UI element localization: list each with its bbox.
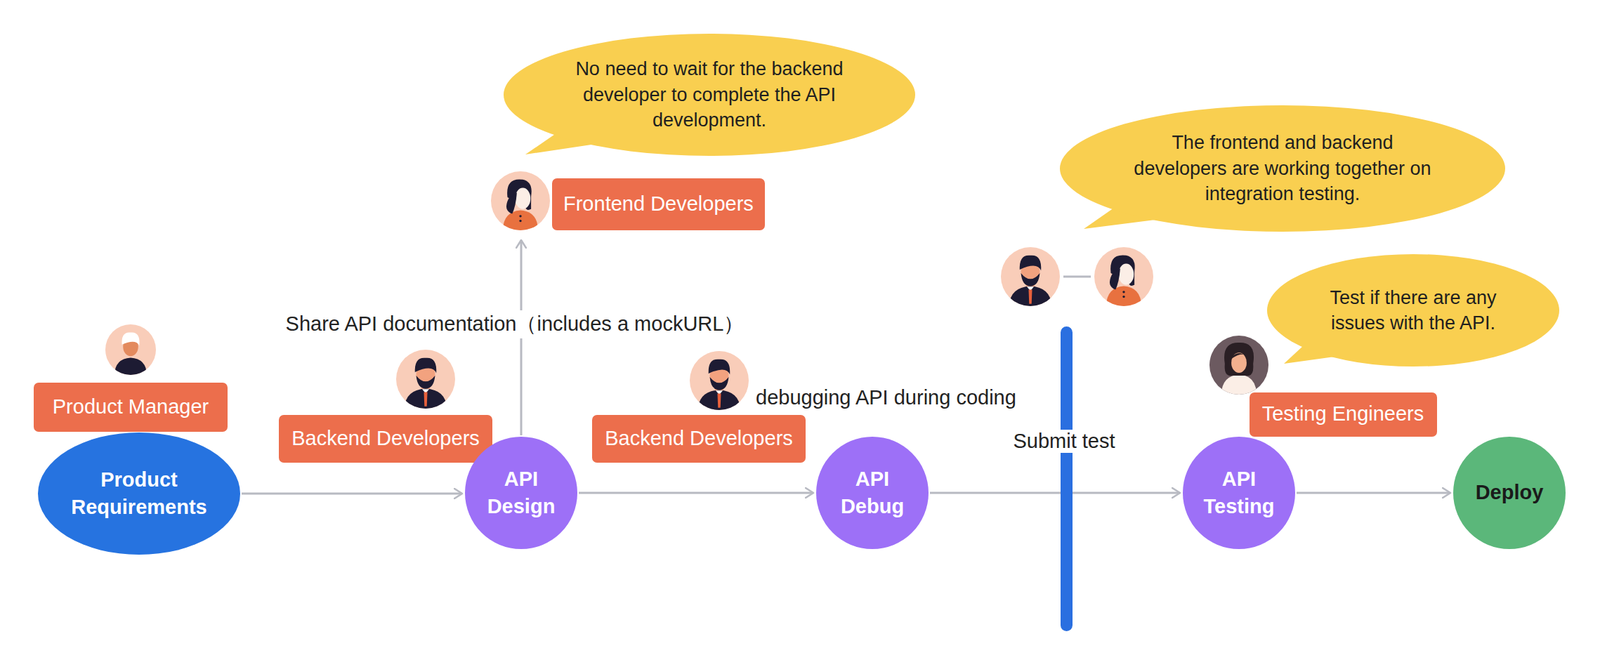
shape-fill <box>1059 105 1506 232</box>
testing-engineer-avatar <box>1209 335 1269 397</box>
node-text: Test if there are any issues with the AP… <box>1307 285 1519 337</box>
shape-fill <box>1182 436 1296 550</box>
role-tag: Product Manager <box>33 382 228 432</box>
node-text: API Testing <box>1196 465 1282 521</box>
pairing-line <box>1063 276 1091 279</box>
frontend-developer-avatar <box>490 171 550 232</box>
edge-label: Submit test <box>1010 429 1118 454</box>
node-text: Testing Engineers <box>1262 400 1425 428</box>
circle-outline <box>464 436 578 550</box>
shape-fill <box>1267 254 1560 367</box>
node-text: API Design <box>482 465 560 521</box>
node-text: Product Requirements <box>58 466 220 522</box>
backend-developer-avatar <box>396 349 456 411</box>
submit-test-bar <box>1060 326 1073 632</box>
edge-label: Share API documentation（includes a mockU… <box>283 310 748 339</box>
product-manager-avatar <box>105 324 156 376</box>
process-circle: API Testing <box>1182 436 1296 550</box>
shape-fill <box>816 436 929 550</box>
flow-arrow <box>929 492 1180 495</box>
process-circle: API Debug <box>816 436 929 550</box>
shape-fill <box>1453 436 1566 550</box>
role-tag: Frontend Developers <box>490 171 768 238</box>
process-circle: API Design <box>464 436 578 550</box>
node-text: Backend Developers <box>604 424 793 453</box>
shape-fill <box>503 33 916 156</box>
speech-bubble: The frontend and backend developers are … <box>1059 105 1506 232</box>
node-text: The frontend and backend developers are … <box>1124 129 1441 207</box>
shape-fill <box>464 436 578 550</box>
backend-developer-avatar <box>1000 247 1060 308</box>
node-text: Backend Developers <box>291 424 480 453</box>
speech-bubble: No need to wait for the backend develope… <box>503 33 916 156</box>
process-circle: Deploy <box>1453 436 1566 550</box>
flow-arrow <box>1296 492 1451 495</box>
circle-outline <box>816 436 929 550</box>
node-text: Frontend Developers <box>552 178 765 231</box>
node-text: Product Manager <box>52 393 209 421</box>
node-text: Deploy <box>1475 479 1544 507</box>
circle-outline <box>37 432 241 555</box>
circle-outline <box>1182 436 1296 550</box>
bubble-outline <box>1267 254 1560 367</box>
node-text: API Debug <box>833 465 911 521</box>
shape-fill <box>37 432 241 555</box>
backend-developer-avatar <box>689 351 749 412</box>
note-label: debugging API during coding <box>752 386 1020 410</box>
node-text: No need to wait for the backend develope… <box>554 56 864 133</box>
role-tag: Backend Developers <box>278 415 493 463</box>
process-circle: Product Requirements <box>37 432 241 555</box>
role-tag: Backend Developers <box>592 415 806 463</box>
flow-arrow <box>241 493 463 496</box>
role-tag: Testing Engineers <box>1249 392 1438 437</box>
frontend-developer-avatar <box>1094 247 1154 308</box>
speech-bubble: Test if there are any issues with the AP… <box>1267 254 1560 367</box>
flow-arrow <box>578 492 814 495</box>
